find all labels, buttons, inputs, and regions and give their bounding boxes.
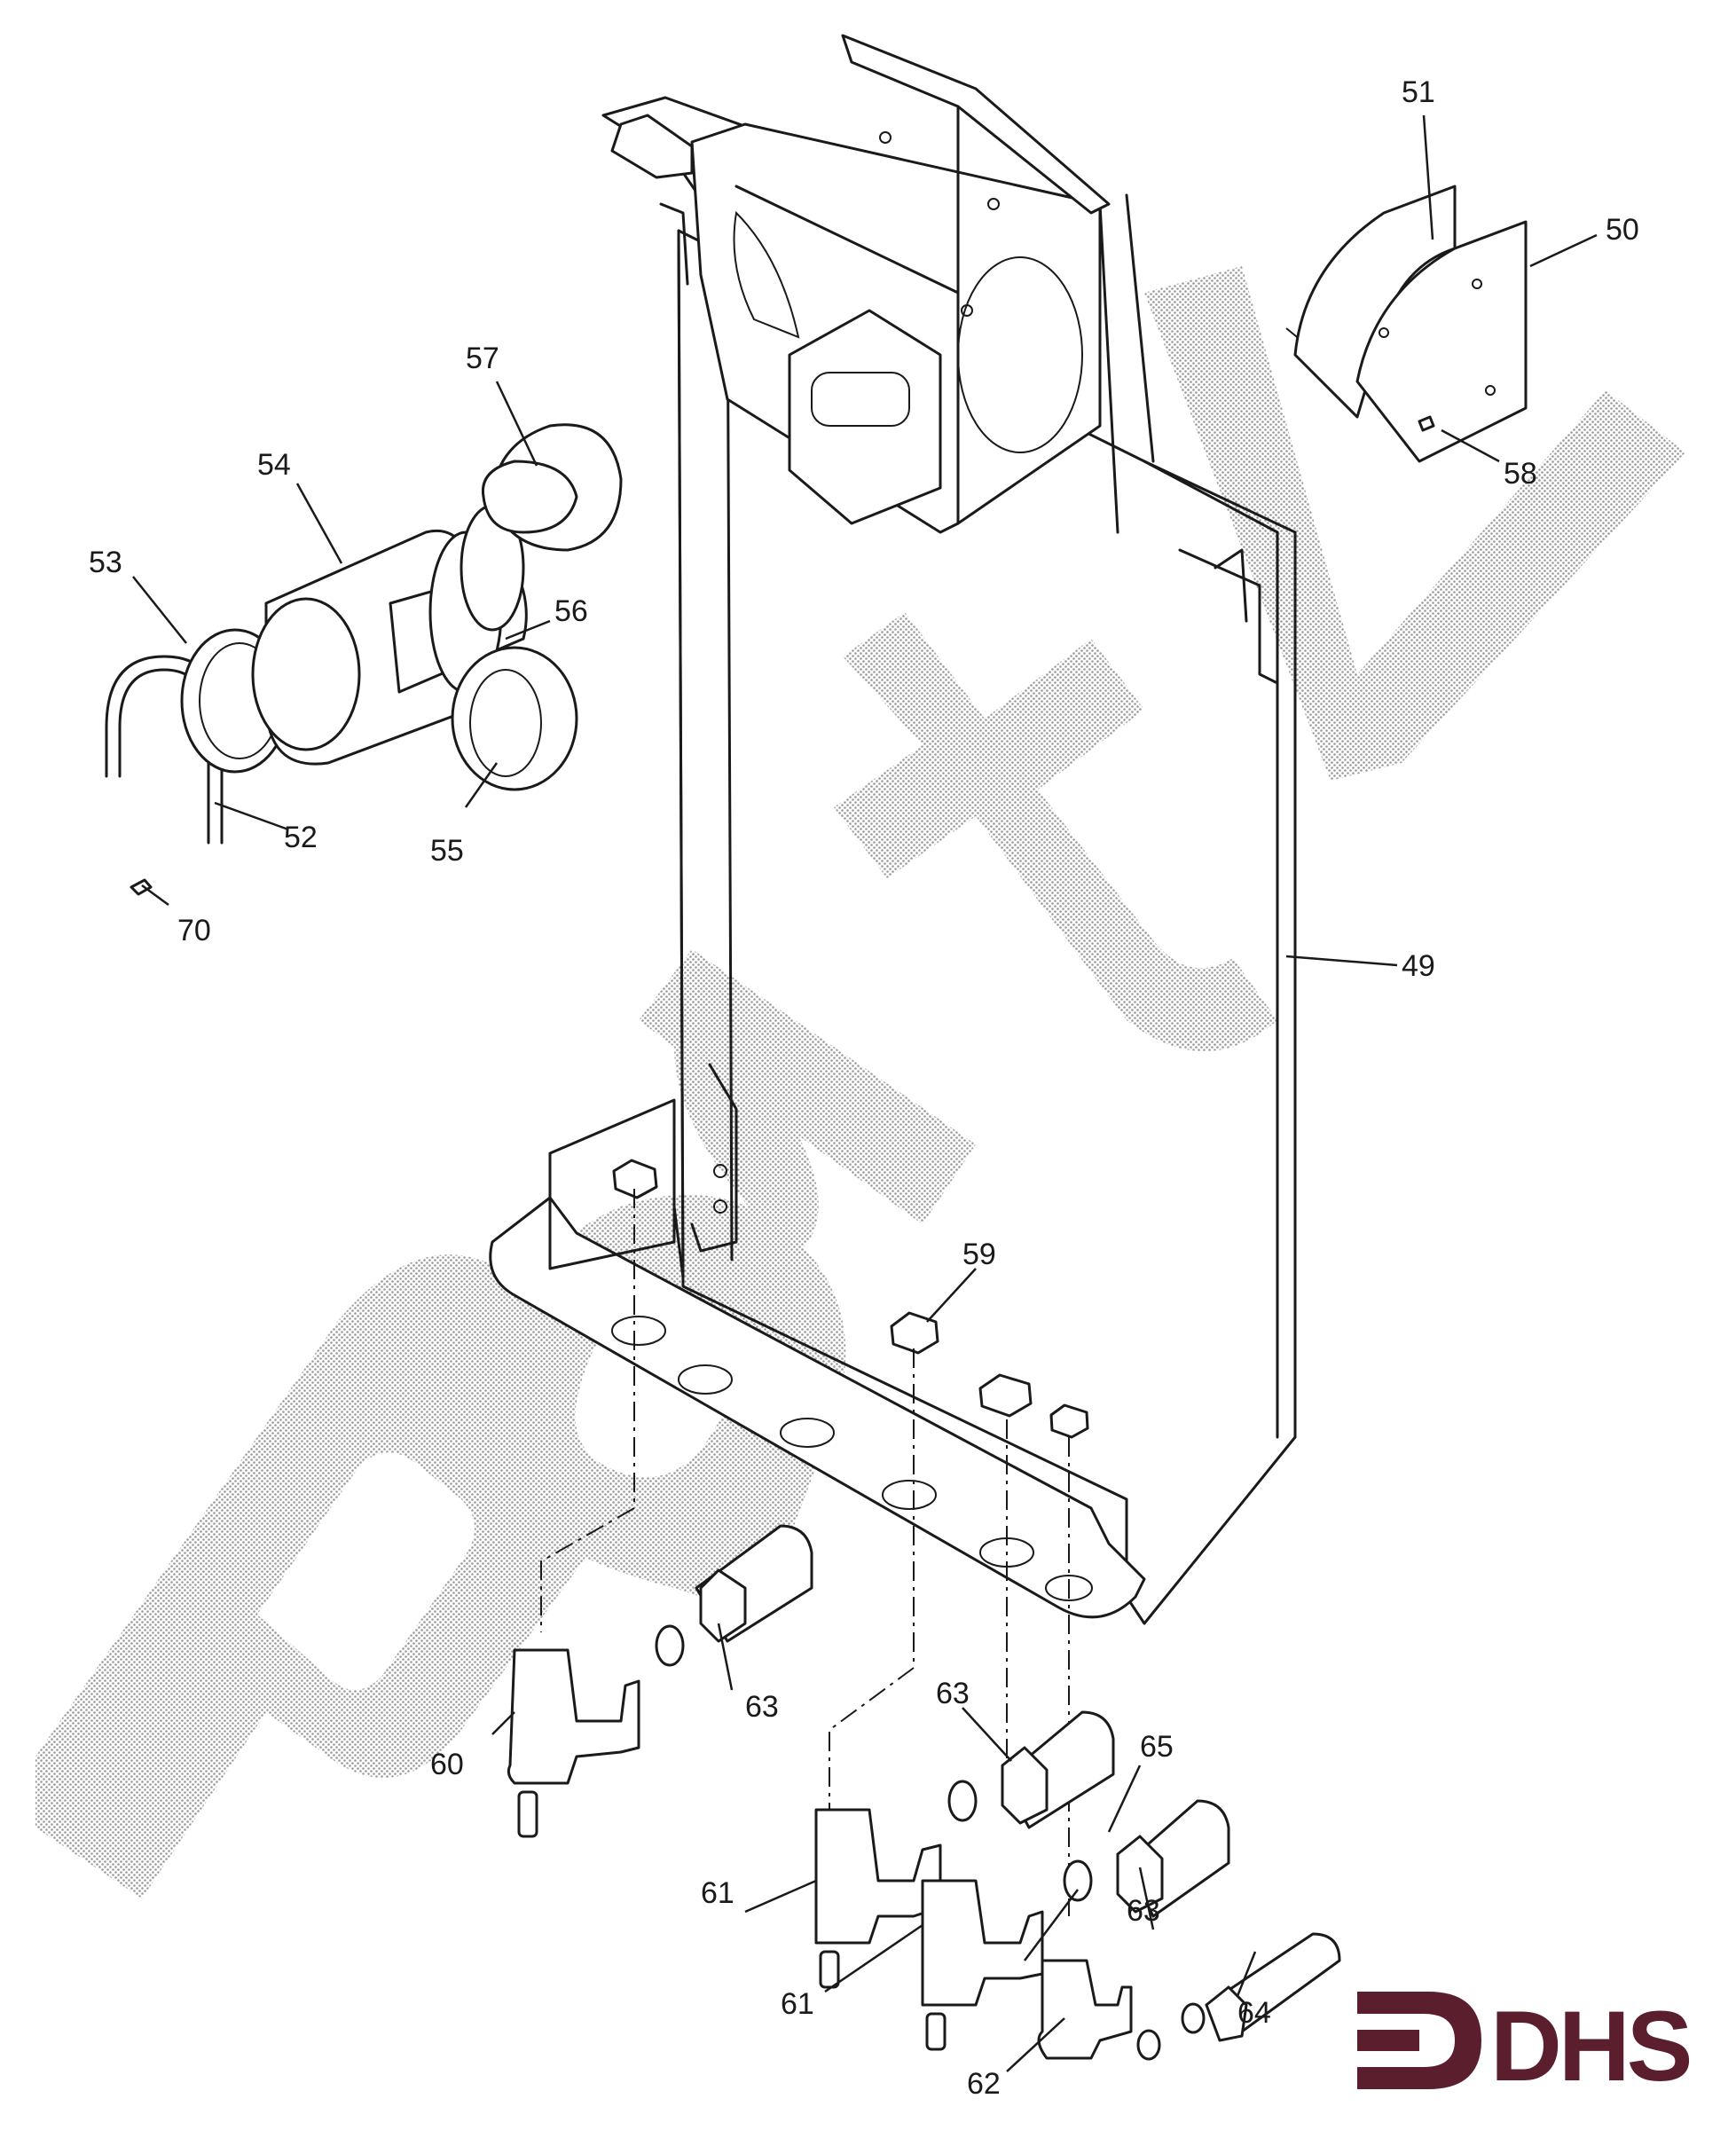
callout-63-left: 63 <box>745 1690 779 1724</box>
bottom-tray <box>489 1098 1146 1619</box>
dhs-logo: DHS <box>1357 1991 1693 2102</box>
callout-50: 50 <box>1606 213 1639 247</box>
callout-61-lower: 61 <box>781 1987 814 2021</box>
callout-53: 53 <box>89 546 122 579</box>
callout-54: 54 <box>257 448 291 482</box>
callout-61-upper: 61 <box>701 1876 734 1910</box>
callout-52: 52 <box>284 821 318 854</box>
callout-55: 55 <box>430 834 464 868</box>
leader-lines <box>132 114 1598 2072</box>
valves-and-unions <box>507 1524 1341 2061</box>
boiler-chassis <box>659 193 1297 1625</box>
watermark-letter-r <box>639 949 976 1260</box>
callout-60: 60 <box>430 1748 464 1781</box>
callout-64: 64 <box>1237 1996 1271 2030</box>
flue-fittings <box>105 423 623 896</box>
callout-70: 70 <box>177 914 211 947</box>
callout-65: 65 <box>1140 1730 1174 1764</box>
cover-plates <box>1293 185 1528 463</box>
callout-58: 58 <box>1504 457 1537 491</box>
callout-62: 62 <box>967 2067 1001 2101</box>
dhs-logo-text: DHS <box>1490 1991 1690 2102</box>
callout-labels: 49 50 51 52 53 54 55 56 57 58 59 60 61 6… <box>89 75 1639 2101</box>
fan-housing <box>601 34 1111 534</box>
callout-49: 49 <box>1402 949 1435 983</box>
callout-56: 56 <box>554 594 588 628</box>
callout-63-middle: 63 <box>936 1677 970 1710</box>
watermark <box>35 266 1685 1898</box>
watermark-letter-t <box>834 612 1277 1051</box>
callout-57: 57 <box>466 342 499 375</box>
callout-59: 59 <box>962 1238 996 1271</box>
callout-51: 51 <box>1402 75 1435 109</box>
callout-63-right: 63 <box>1127 1894 1160 1928</box>
dhs-logo-mark <box>1357 1992 1481 2089</box>
watermark-letter-l <box>1144 266 1685 781</box>
